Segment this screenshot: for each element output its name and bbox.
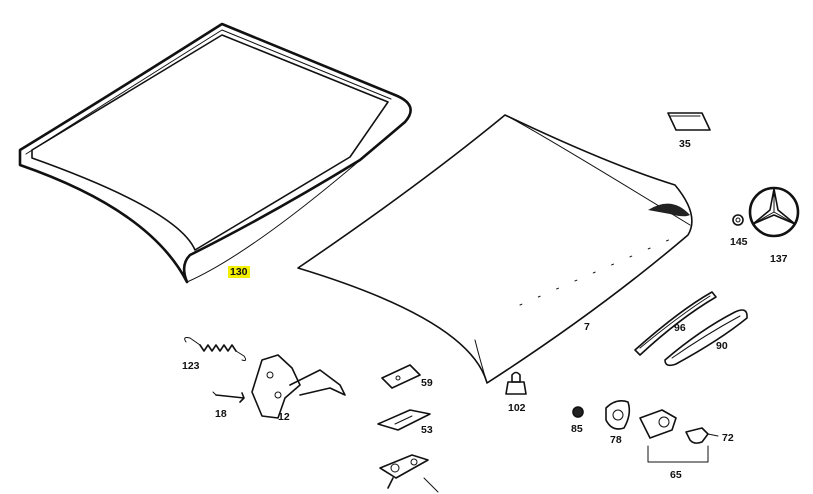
trim-strip-96[interactable] (634, 291, 717, 356)
trunk-seal-130[interactable] (18, 22, 412, 284)
spring-123[interactable] (184, 337, 247, 361)
part-label-18: 18 (215, 408, 227, 420)
shim-53[interactable] (377, 409, 431, 431)
part-label-35: 35 (679, 138, 691, 150)
trunk-lid-7[interactable] (297, 114, 693, 384)
bumper-102[interactable] (505, 371, 527, 395)
lock-cylinder-65[interactable] (639, 409, 709, 463)
plate-59[interactable] (381, 364, 421, 389)
striker-plate[interactable] (379, 454, 439, 493)
nut-85[interactable] (572, 406, 584, 418)
part-label-96: 96 (674, 322, 686, 334)
part-label-65: 65 (670, 469, 682, 481)
part-label-145: 145 (730, 236, 748, 248)
part-label-7: 7 (584, 321, 590, 333)
lock-gasket-78[interactable] (605, 400, 631, 430)
part-label-72: 72 (722, 432, 734, 444)
part-label-123: 123 (182, 360, 200, 372)
part-label-78: 78 (610, 434, 622, 446)
washer-145[interactable] (732, 214, 744, 226)
part-label-137: 137 (770, 253, 788, 265)
star-emblem-137[interactable] (748, 186, 800, 238)
part-label-12: 12 (278, 411, 290, 423)
pad-35[interactable] (667, 112, 711, 131)
key-72[interactable] (685, 427, 719, 444)
part-label-59: 59 (421, 377, 433, 389)
part-label-85: 85 (571, 423, 583, 435)
part-label-53: 53 (421, 424, 433, 436)
part-label-90: 90 (716, 340, 728, 352)
part-label-102: 102 (508, 402, 526, 414)
part-label-130: 130 (228, 266, 250, 278)
hinge-12[interactable] (251, 354, 346, 419)
handle-bar-90[interactable] (664, 309, 748, 367)
pin-18[interactable] (212, 391, 245, 403)
